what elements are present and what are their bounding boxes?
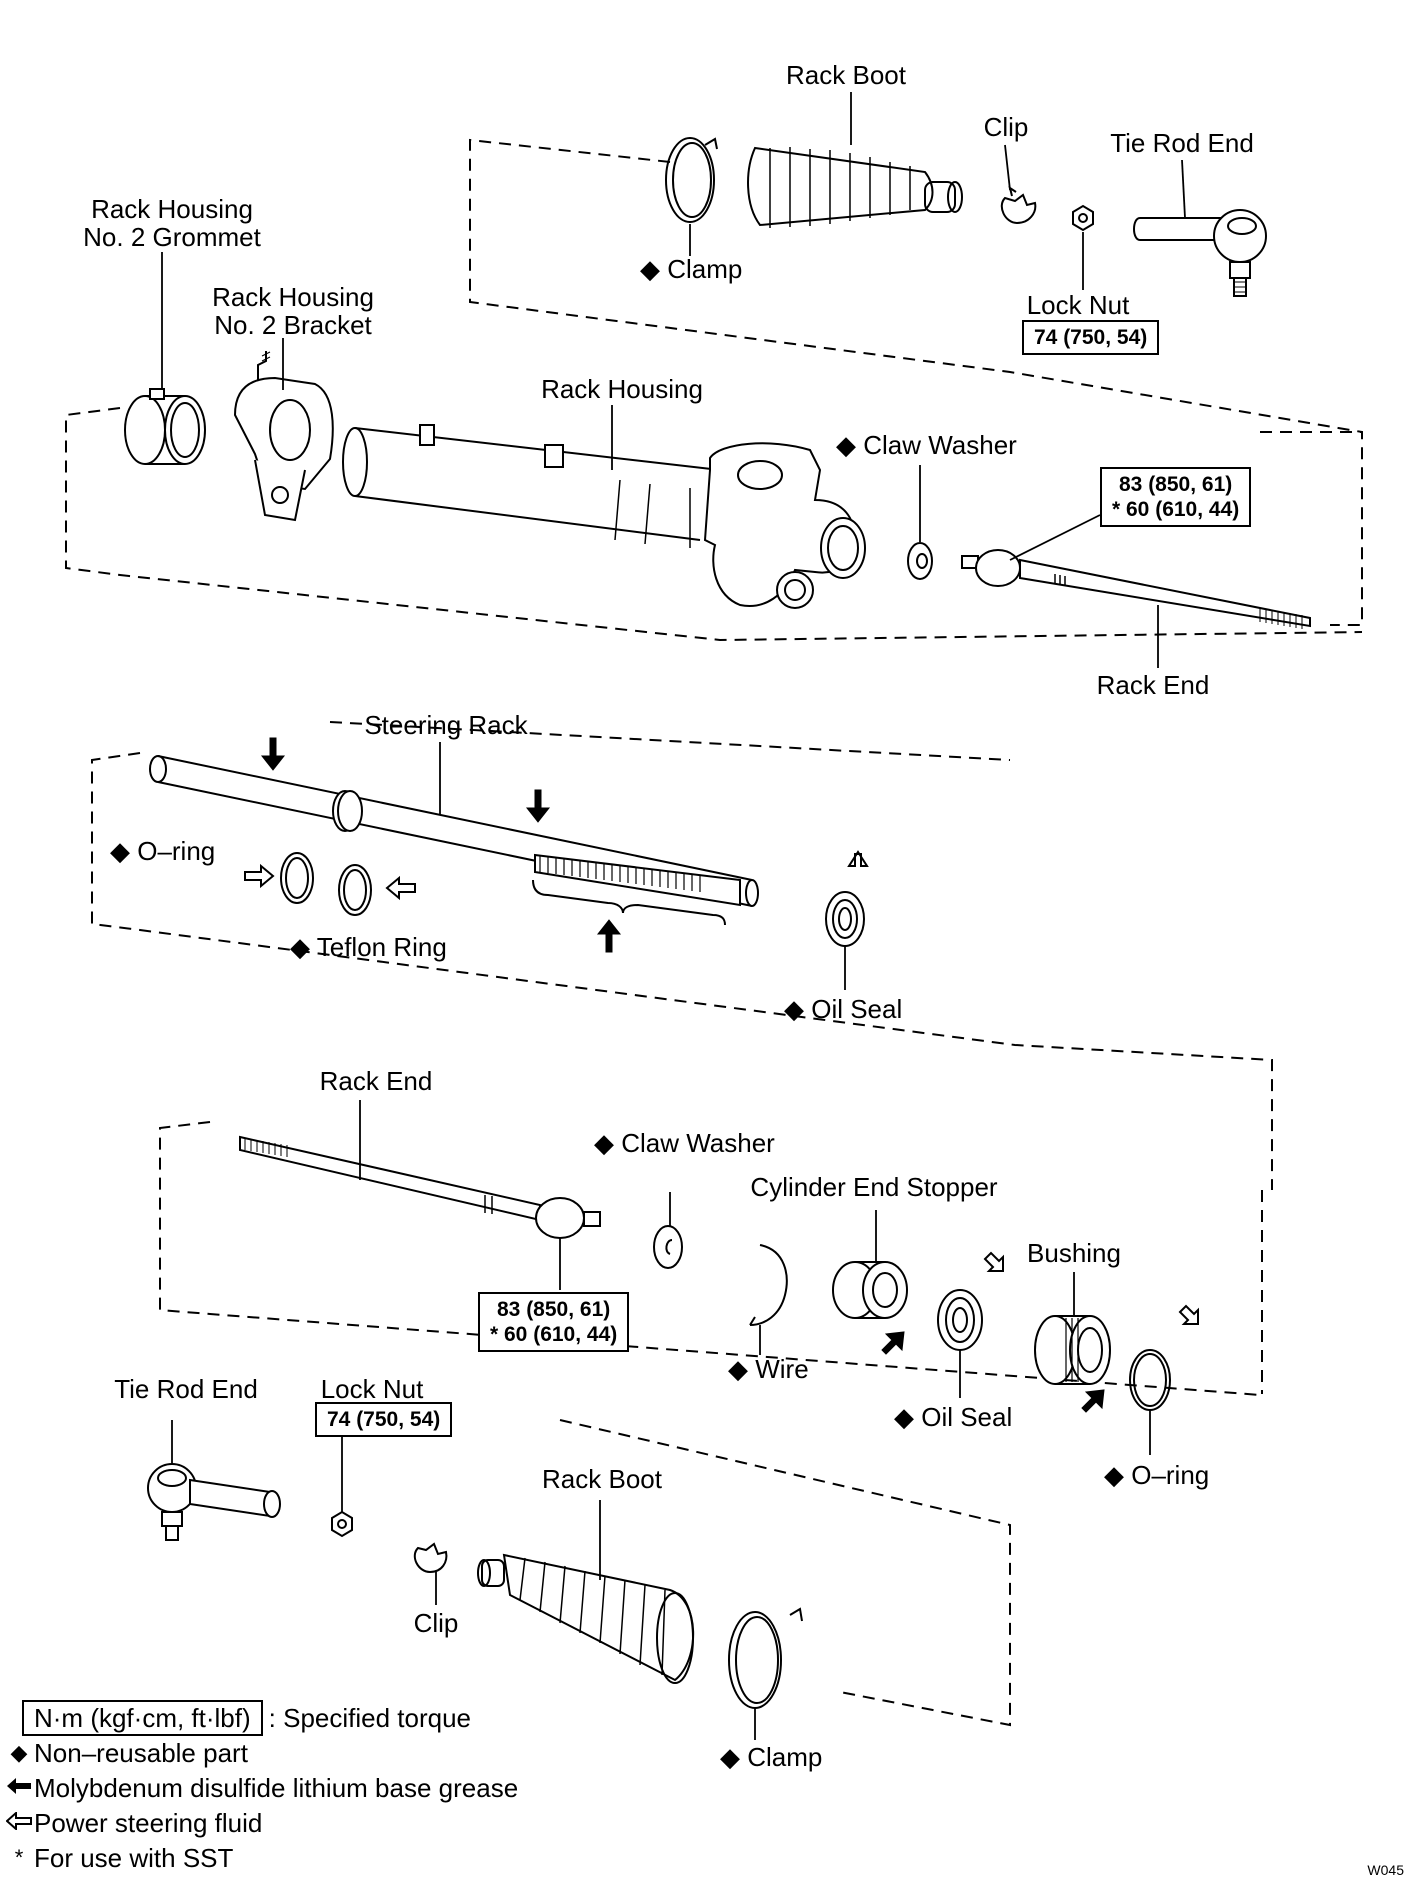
label-cylinder-end-stopper: Cylinder End Stopper bbox=[750, 1172, 998, 1202]
label-rack-boot-top: Rack Boot bbox=[786, 60, 906, 90]
legend-grease: Molybdenum disulfide lithium base grease bbox=[34, 1772, 519, 1803]
bushing-part bbox=[1034, 1315, 1111, 1385]
label-tie-rod-end-top: Tie Rod End bbox=[1110, 128, 1254, 158]
label-tie-rod-end-lower: Tie Rod End bbox=[114, 1374, 258, 1404]
lock-nut-lower-part bbox=[331, 1510, 353, 1538]
torque-value: 83 (850, 61) bbox=[1119, 473, 1233, 496]
oil-seal-lower-part bbox=[937, 1289, 983, 1351]
torque-lock-nut-top: 74 (750, 54) bbox=[1022, 320, 1160, 355]
legend-sst-row: * For use with SST bbox=[4, 1840, 518, 1875]
asterisk-mark: * bbox=[14, 1844, 24, 1870]
rack-boot-top-part bbox=[747, 146, 963, 228]
fluid-arrows bbox=[244, 850, 1199, 1325]
label-bracket-line1: Rack Housing bbox=[212, 282, 374, 312]
label-oil-seal-mid: ◆ Oil Seal bbox=[784, 994, 903, 1024]
steering-rack-part bbox=[149, 755, 759, 926]
claw-washer-lower-part bbox=[653, 1225, 683, 1269]
o-ring-mid-part bbox=[280, 852, 314, 904]
torque-value: 83 (850, 61) bbox=[497, 1298, 611, 1321]
label-bracket-line2: No. 2 Bracket bbox=[214, 310, 372, 340]
label-steering-rack: Steering Rack bbox=[364, 710, 528, 740]
label-bushing: Bushing bbox=[1027, 1238, 1121, 1268]
grommet-part bbox=[124, 388, 206, 465]
bracket-part bbox=[233, 351, 334, 522]
label-rack-end-lower: Rack End bbox=[319, 1066, 433, 1096]
label-o-ring-left: ◆ O–ring bbox=[110, 836, 216, 866]
group-outline-steering-rack bbox=[91, 721, 1273, 1190]
claw-washer-top-part bbox=[907, 542, 933, 580]
solid-arrow-icon bbox=[4, 1771, 34, 1805]
torque-rack-end-top: 83 (850, 61) * 60 (610, 44) bbox=[1100, 467, 1252, 527]
cylinder-end-stopper-part bbox=[832, 1261, 908, 1319]
rack-boot-lower-part bbox=[477, 1553, 695, 1684]
rack-housing-part bbox=[342, 424, 866, 609]
diamond-icon: ◆ bbox=[10, 1739, 28, 1765]
torque-value: 74 (750, 54) bbox=[1034, 326, 1148, 349]
legend-non-reusable-row: ◆ Non–reusable part bbox=[4, 1735, 518, 1770]
label-o-ring-right: ◆ O–ring bbox=[1104, 1460, 1210, 1490]
o-ring-lower-part bbox=[1129, 1349, 1171, 1411]
label-clip-lower: Clip bbox=[413, 1608, 459, 1638]
legend-fluid: Power steering fluid bbox=[34, 1807, 263, 1838]
hollow-arrow-icon bbox=[4, 1806, 34, 1840]
label-grommet-line2: No. 2 Grommet bbox=[83, 222, 261, 252]
leader-lines bbox=[161, 92, 1186, 1740]
label-oil-seal-lower: ◆ Oil Seal bbox=[894, 1402, 1013, 1432]
tie-rod-end-lower-part bbox=[147, 1463, 281, 1541]
torque-value-sst: * 60 (610, 44) bbox=[1112, 498, 1240, 521]
label-rack-end-top: Rack End bbox=[1096, 670, 1210, 700]
torque-value: 74 (750, 54) bbox=[327, 1408, 441, 1431]
label-clamp-top: ◆ Clamp bbox=[640, 254, 743, 284]
legend-sst: For use with SST bbox=[34, 1842, 234, 1873]
group-outline-rack-end bbox=[159, 1121, 1263, 1396]
group-outline-top bbox=[469, 138, 1363, 626]
label-claw-washer-lower: ◆ Claw Washer bbox=[594, 1128, 775, 1158]
clip-lower-part bbox=[413, 1542, 448, 1574]
label-lock-nut-top: Lock Nut bbox=[1026, 290, 1130, 320]
oil-seal-mid-part bbox=[825, 891, 865, 947]
label-rack-boot-lower: Rack Boot bbox=[542, 1464, 662, 1494]
label-lock-nut-lower: Lock Nut bbox=[320, 1374, 424, 1404]
clamp-lower-part bbox=[728, 1607, 803, 1709]
label-rack-housing: Rack Housing bbox=[541, 374, 703, 404]
teflon-ring-part bbox=[338, 864, 372, 916]
group-outline-boot-lower bbox=[559, 1419, 1011, 1727]
label-grommet-line1: Rack Housing bbox=[91, 194, 253, 224]
torque-lock-nut-lower: 74 (750, 54) bbox=[315, 1402, 453, 1437]
group-outline-housing bbox=[65, 407, 1363, 642]
rack-end-lower-part bbox=[239, 1135, 601, 1239]
wire-part bbox=[749, 1244, 788, 1326]
label-teflon-ring: ◆ Teflon Ring bbox=[290, 932, 447, 962]
page-id: W045 bbox=[1367, 1862, 1404, 1878]
grease-arrows bbox=[260, 737, 1105, 1413]
label-claw-washer-top: ◆ Claw Washer bbox=[836, 430, 1017, 460]
lock-nut-top-part bbox=[1072, 204, 1094, 232]
label-clip-top: Clip bbox=[983, 112, 1029, 142]
legend: N·m (kgf·cm, ft·lbf) : Specified torque … bbox=[4, 1699, 518, 1875]
torque-rack-end-lower: 83 (850, 61) * 60 (610, 44) bbox=[478, 1292, 630, 1352]
rack-end-top-part bbox=[961, 549, 1311, 629]
legend-grease-row: Molybdenum disulfide lithium base grease bbox=[4, 1770, 518, 1805]
label-wire: ◆ Wire bbox=[728, 1354, 809, 1384]
legend-torque-box: N·m (kgf·cm, ft·lbf) bbox=[22, 1699, 263, 1736]
legend-torque-desc: : Specified torque bbox=[268, 1702, 472, 1733]
tie-rod-end-top-part bbox=[1133, 209, 1267, 297]
torque-value-sst: * 60 (610, 44) bbox=[490, 1323, 618, 1346]
legend-torque-row: N·m (kgf·cm, ft·lbf) : Specified torque bbox=[4, 1699, 518, 1736]
label-clamp-lower: ◆ Clamp bbox=[720, 1742, 823, 1772]
clamp-top-part bbox=[665, 137, 718, 223]
clip-top-part bbox=[1000, 185, 1037, 225]
legend-fluid-row: Power steering fluid bbox=[4, 1805, 518, 1840]
legend-non-reusable: Non–reusable part bbox=[34, 1737, 248, 1768]
